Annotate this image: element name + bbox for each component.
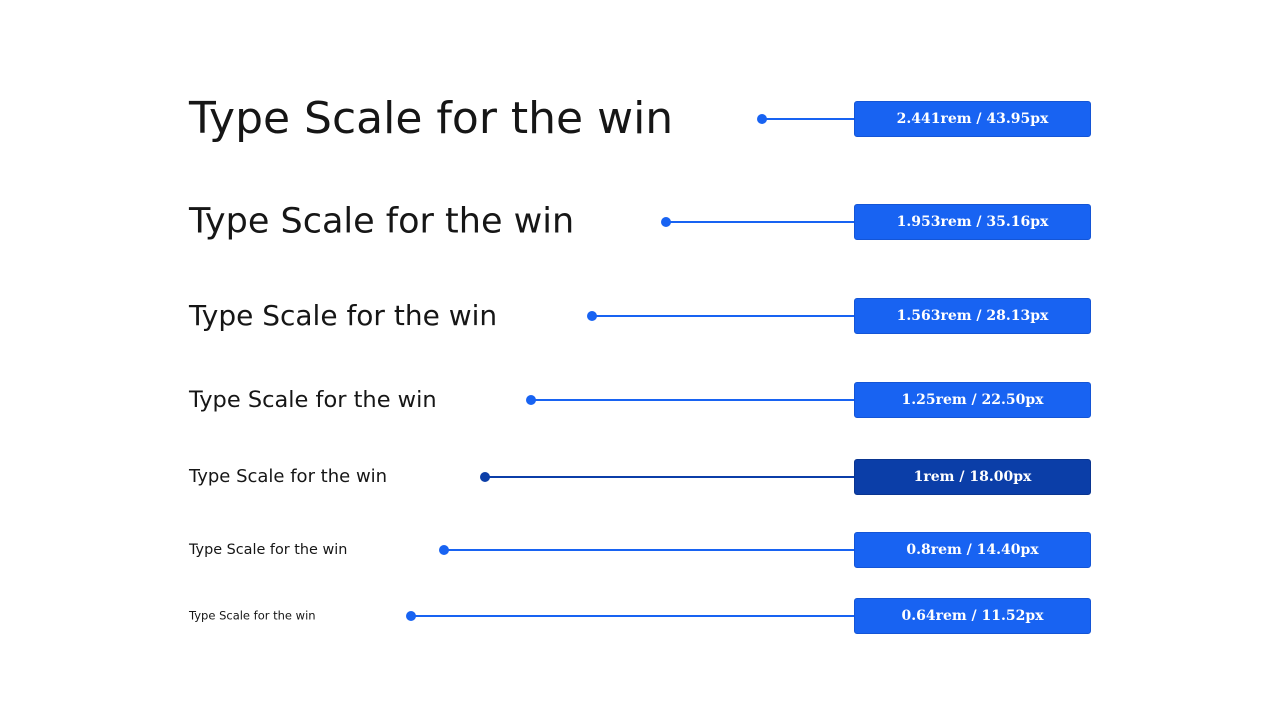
sample-text: Type Scale for the win	[189, 386, 437, 413]
leader-line	[592, 315, 854, 317]
leader-line	[531, 399, 854, 401]
size-badge: 2.441rem / 43.95px	[854, 101, 1091, 137]
leader-line	[762, 118, 854, 120]
sample-text: Type Scale for the win	[189, 466, 388, 487]
leader-line	[666, 221, 854, 223]
sample-text: Type Scale for the win	[189, 93, 674, 144]
leader-line	[444, 549, 854, 551]
size-badge: 1rem / 18.00px	[854, 459, 1091, 495]
sample-text: Type Scale for the win	[189, 201, 575, 242]
size-badge: 1.563rem / 28.13px	[854, 298, 1091, 334]
leader-line	[411, 615, 854, 617]
size-badge: 1.25rem / 22.50px	[854, 382, 1091, 418]
sample-text: Type Scale for the win	[189, 608, 316, 623]
sample-text: Type Scale for the win	[189, 299, 498, 332]
size-badge: 0.8rem / 14.40px	[854, 532, 1091, 568]
size-badge: 0.64rem / 11.52px	[854, 598, 1091, 634]
size-badge: 1.953rem / 35.16px	[854, 204, 1091, 240]
sample-text: Type Scale for the win	[189, 541, 348, 558]
leader-line	[485, 476, 854, 478]
